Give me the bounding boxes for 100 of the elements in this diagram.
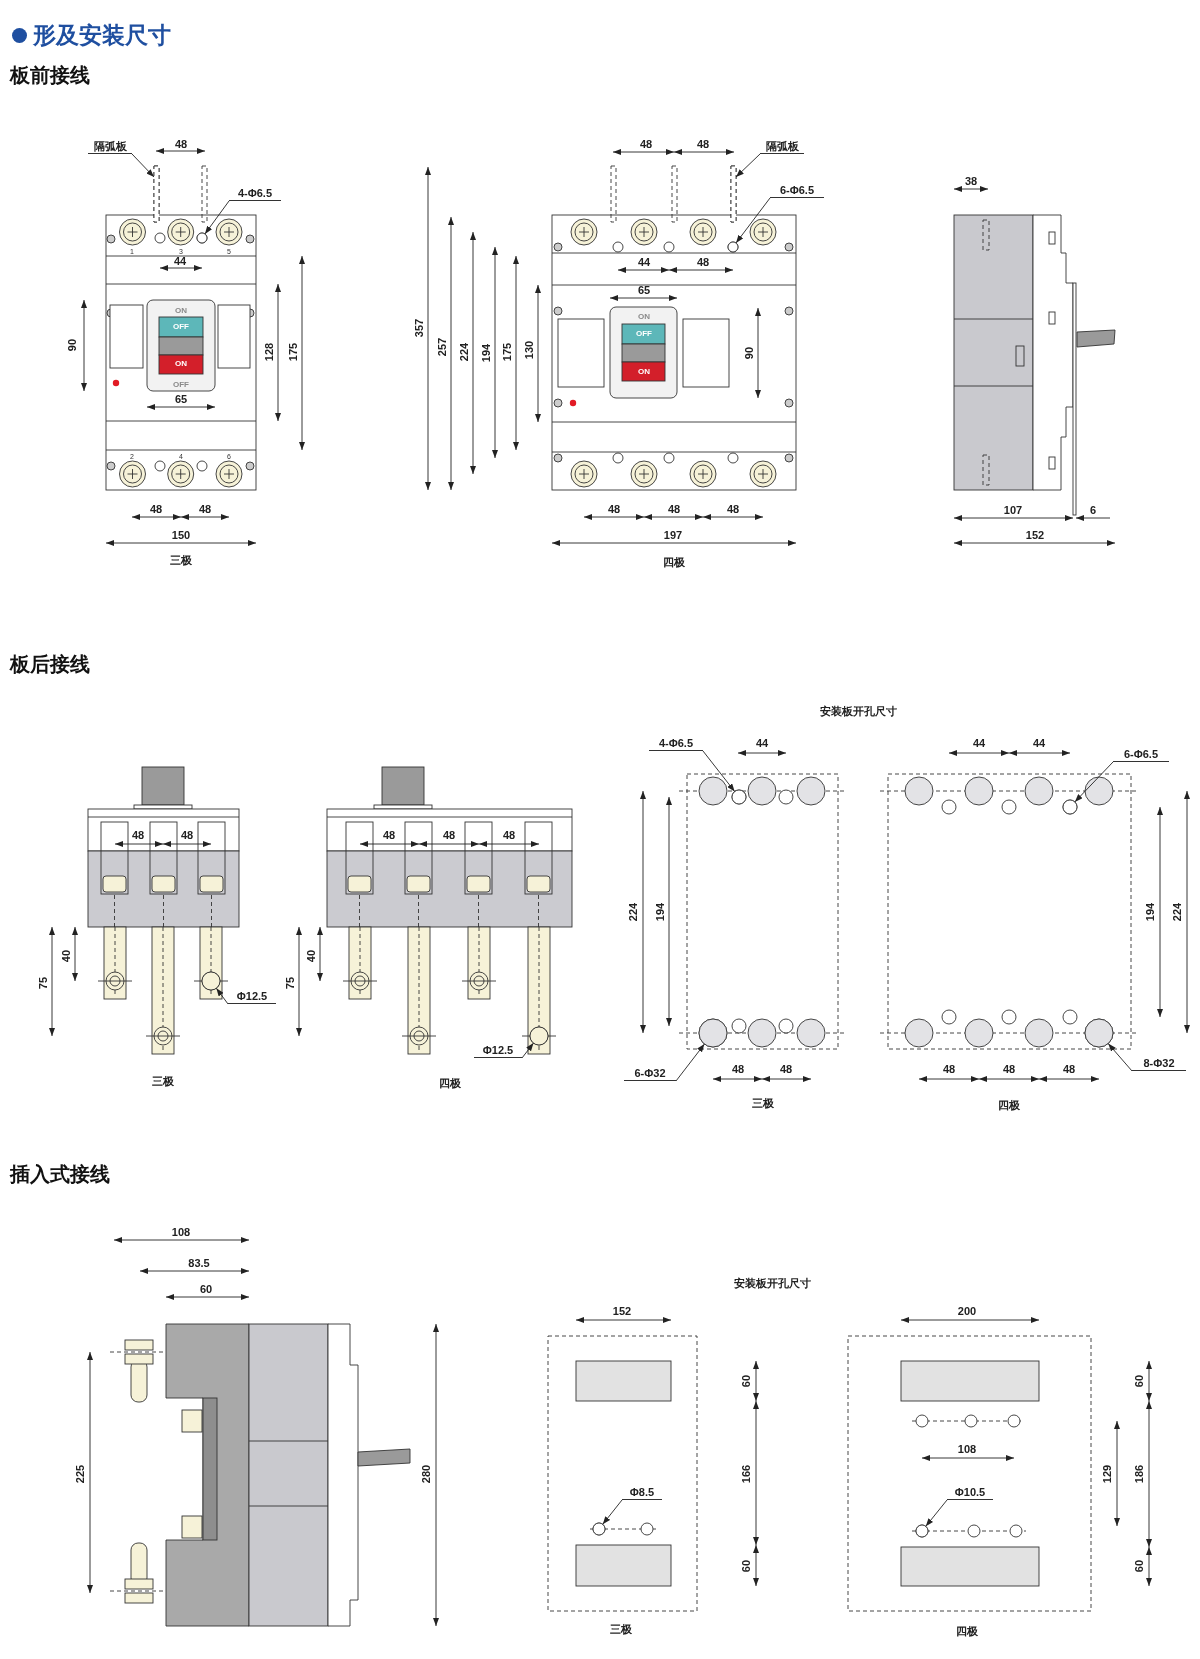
dimension-value: 129 [1101,1464,1113,1484]
mounting-hole [915,1524,929,1538]
dimension-value: 280 [420,1464,432,1484]
callout-label: Φ10.5 [947,1485,993,1500]
dimension-value: 48 [607,503,621,515]
dimension-value: 194 [480,343,492,363]
dimension-value: 44 [972,737,986,749]
arc-barrier-plate [730,165,737,223]
mounting-hole [1084,1018,1114,1048]
dimension-value: 38 [964,175,978,187]
dimension-value: 6 [1089,504,1097,516]
mounting-hole [201,971,221,991]
dimension-value: 48 [180,829,194,841]
callout-label: 隔弧板 [760,139,804,154]
dimension-value: 108 [171,1226,191,1238]
dimension-value: 48 [502,829,516,841]
view-caption: 三极 [752,1097,774,1109]
dimension-value: 60 [740,1374,752,1388]
section-heading: 插入式接线 [10,1164,110,1184]
mounting-hole [727,241,739,253]
dimension-value: 257 [436,337,448,357]
callout-label: 8-Φ32 [1132,1056,1186,1071]
mounting-hole [196,232,208,244]
section-heading: 板后接线 [10,654,90,674]
section-heading: 板前接线 [10,65,90,85]
dimension-value: 152 [1025,529,1045,541]
callout-label: Φ8.5 [622,1485,662,1500]
dimension-value: 48 [731,1063,745,1075]
dimension-value: 60 [1133,1374,1145,1388]
callout-label: 4-Φ6.5 [649,736,703,751]
dimension-value: 197 [663,529,683,541]
dimension-value: 224 [458,342,470,362]
view-caption: 三极 [152,1075,174,1087]
dimension-value: 224 [627,902,639,922]
dimension-value: 166 [740,1464,752,1484]
switch-label: ON [175,307,187,315]
dimension-value: 48 [696,256,710,268]
dimension-value: 175 [501,342,513,362]
dimension-value: 48 [726,503,740,515]
dimension-value: 65 [637,284,651,296]
dimension-value: 48 [696,138,710,150]
dimension-value: 48 [442,829,456,841]
mounting-hole [698,1018,728,1048]
view-caption: 四极 [663,556,685,568]
callout-label: 6-Φ6.5 [1113,747,1169,762]
dimension-value: 83.5 [188,1257,210,1269]
dimension-value: 44 [173,255,187,267]
callout-label: Φ12.5 [228,989,276,1004]
callout-label: Φ12.5 [474,1043,522,1058]
switch-label: OFF [173,323,189,331]
dimension-value: 152 [612,1305,632,1317]
view-caption: 四极 [998,1099,1020,1111]
dimension-value: 357 [413,318,425,338]
dimension-value: 200 [957,1305,977,1317]
view-caption: 三极 [610,1623,632,1635]
mounting-hole [592,1522,606,1536]
dimension-value: 48 [174,138,188,150]
dimension-value: 48 [1062,1063,1076,1075]
dimension-value: 48 [149,503,163,515]
dimension-value: 225 [74,1464,86,1484]
dimension-value: 224 [1171,902,1183,922]
dimension-value: 75 [37,976,49,990]
arc-barrier-plate [153,165,160,223]
dimension-value: 194 [1144,902,1156,922]
dimension-value: 40 [305,949,317,963]
switch-label: ON [638,313,650,321]
dimension-value: 60 [199,1283,213,1295]
dimension-value: 107 [1003,504,1023,516]
dimension-value: 40 [60,949,72,963]
switch-label: OFF [173,381,189,389]
mounting-hole [1062,799,1078,815]
callout-label: 4-Φ6.5 [229,186,281,201]
dimension-value: 65 [174,393,188,405]
dimension-value: 150 [171,529,191,541]
dimension-value: 75 [284,976,296,990]
dimension-value: 48 [639,138,653,150]
switch-label: OFF [636,330,652,338]
callout-label: 6-Φ6.5 [770,183,824,198]
dimension-value: 60 [1133,1559,1145,1573]
dimension-value: 60 [740,1559,752,1573]
callout-label: 隔弧板 [88,139,132,154]
dimension-value: 128 [263,342,275,362]
dimension-value: 44 [1032,737,1046,749]
dimension-value: 175 [287,342,299,362]
dimension-value: 48 [131,829,145,841]
drawing-subtitle: 安装板开孔尺寸 [733,1277,811,1289]
dimension-value: 48 [667,503,681,515]
callout-label: 6-Φ32 [624,1066,676,1081]
dimension-value: 186 [1133,1464,1145,1484]
view-caption: 四极 [439,1077,461,1089]
dimension-value: 48 [198,503,212,515]
dimension-value: 130 [523,340,535,360]
view-caption: 四极 [956,1625,978,1637]
dimension-value: 108 [957,1443,977,1455]
page-title: 形及安装尺寸 [33,21,171,50]
dimension-value: 48 [942,1063,956,1075]
drawing-subtitle: 安装板开孔尺寸 [819,705,897,717]
dimension-value: 48 [779,1063,793,1075]
dimension-value: 194 [654,902,666,922]
dimension-value: 48 [1002,1063,1016,1075]
